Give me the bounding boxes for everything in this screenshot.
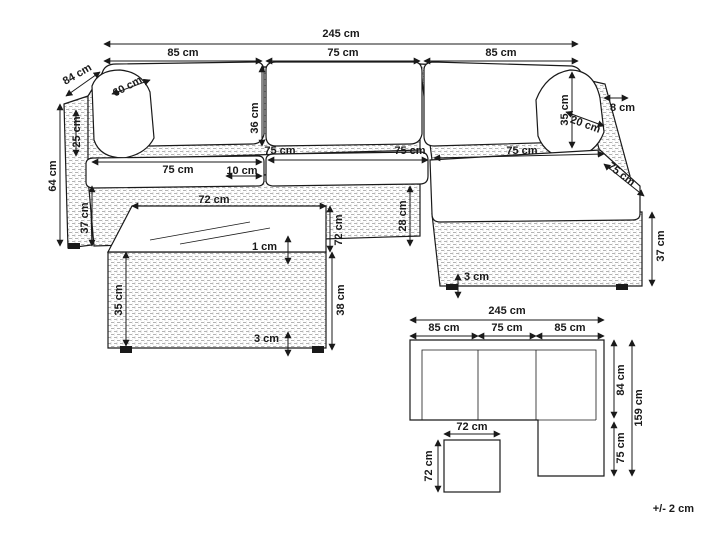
label-seat-mid-a: 75 cm bbox=[264, 145, 295, 157]
ottoman-foot bbox=[616, 284, 628, 290]
tolerance-note: +/- 2 cm bbox=[653, 503, 694, 515]
ottoman-foot bbox=[446, 284, 458, 290]
table-body-front bbox=[107, 251, 327, 349]
plan-label-table-depth: 72 cm bbox=[423, 450, 435, 481]
label-ottoman-width: 75 cm bbox=[506, 145, 537, 157]
label-table-height: 38 cm bbox=[335, 284, 347, 315]
label-total-height: 64 cm bbox=[47, 160, 59, 191]
coffee-table bbox=[107, 205, 327, 353]
label-back-height: 36 cm bbox=[249, 102, 261, 133]
label-ottoman-height: 37 cm bbox=[655, 230, 667, 261]
label-right-width: 85 cm bbox=[485, 47, 516, 59]
label-armrest-width: 8 cm bbox=[610, 102, 635, 114]
seat-cushion-ottoman bbox=[429, 149, 641, 223]
table-foot bbox=[312, 346, 324, 353]
plan-sofa-outline bbox=[409, 339, 605, 477]
label-table-glass: 1 cm bbox=[252, 241, 277, 253]
label-seat-base-height: 37 cm bbox=[79, 202, 91, 233]
label-table-width: 72 cm bbox=[198, 194, 229, 206]
label-seat-height: 28 cm bbox=[397, 200, 409, 231]
plan-label-middle: 75 cm bbox=[491, 322, 522, 334]
plan-label-sofa-depth: 84 cm bbox=[615, 364, 627, 395]
label-depth: 84 cm bbox=[61, 62, 94, 88]
plan-table-outline bbox=[443, 439, 501, 493]
label-total-width: 245 cm bbox=[322, 28, 360, 40]
plan-label-right: 85 cm bbox=[554, 322, 585, 334]
back-cushion-middle bbox=[265, 61, 423, 147]
label-armrest-thickness: 10 cm bbox=[226, 165, 257, 177]
label-left-width: 85 cm bbox=[167, 47, 198, 59]
plan-inner-lines bbox=[421, 349, 597, 421]
sofa-foot bbox=[68, 243, 80, 249]
plan-view: 245 cm 85 cm 75 cm 85 cm 84 cm 75 cm 159… bbox=[409, 305, 645, 493]
table-foot bbox=[120, 346, 132, 353]
label-back-cushion-height: 25 cm bbox=[71, 116, 83, 147]
table-glass-top bbox=[107, 205, 327, 253]
label-table-inner-height: 35 cm bbox=[113, 284, 125, 315]
seat-cushion-middle bbox=[265, 151, 429, 187]
plan-label-total-width: 245 cm bbox=[488, 305, 526, 317]
plan-label-total-depth: 159 cm bbox=[633, 389, 645, 427]
label-ottoman-foot: 3 cm bbox=[464, 271, 489, 283]
label-seat-left: 75 cm bbox=[162, 164, 193, 176]
glass-reflection bbox=[149, 221, 271, 245]
plan-label-table-width: 72 cm bbox=[456, 421, 487, 433]
label-table-foot: 3 cm bbox=[254, 333, 279, 345]
plan-label-ottoman-depth: 75 cm bbox=[615, 432, 627, 463]
label-middle-width: 75 cm bbox=[327, 47, 358, 59]
label-right-cushion-height: 35 cm bbox=[559, 94, 571, 125]
dimension-lines bbox=[56, 40, 656, 357]
label-seat-mid-b: 75 cm bbox=[394, 145, 425, 157]
label-table-depth: 72 cm bbox=[333, 214, 345, 245]
plan-label-left: 85 cm bbox=[428, 322, 459, 334]
